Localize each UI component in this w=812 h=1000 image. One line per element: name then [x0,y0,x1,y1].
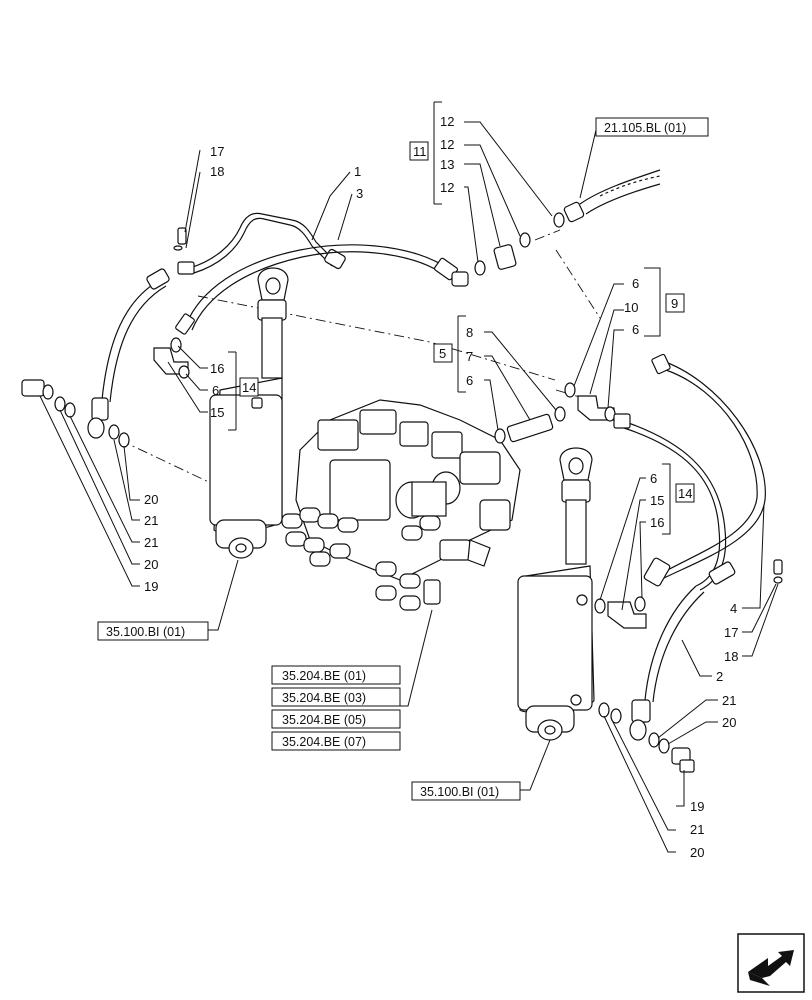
svg-text:35.204.BE (07): 35.204.BE (07) [282,735,366,749]
callout: 2 [716,669,723,684]
callout: 12 [440,114,454,129]
callout: 16 [650,515,664,530]
svg-text:14: 14 [678,486,692,501]
control-valve-block [281,399,521,611]
callout: 13 [440,157,454,172]
ref-21105-bl-01[interactable]: 21.105.BL (01) [595,117,709,137]
hydraulic-cylinder-left [209,267,289,559]
svg-text:9: 9 [671,296,678,311]
callout: 18 [724,649,738,664]
group-11-box: 11 [409,141,429,161]
ref-35204-be-01[interactable]: 35.204.BE (01) [271,665,401,685]
callout: 18 [210,164,224,179]
svg-text:5: 5 [439,346,446,361]
ref-35204-be-07[interactable]: 35.204.BE (07) [271,731,401,751]
fitting-group-5-9 [494,382,616,444]
callout: 8 [466,325,473,340]
svg-text:35.100.BI (01): 35.100.BI (01) [106,625,185,639]
coupler-bank-upper [281,507,441,567]
callout: 16 [210,361,224,376]
svg-text:21.105.BL (01): 21.105.BL (01) [604,121,686,135]
fitting-group-14-right [594,596,695,773]
group-14-box-right: 14 [675,483,695,503]
callout: 6 [632,276,639,291]
callout: 17 [724,625,738,640]
ref-35100-bi-01-right[interactable]: 35.100.BI (01) [411,781,521,801]
hydraulic-cylinder-right [517,447,595,741]
callout: 15 [650,493,664,508]
callout: 19 [144,579,158,594]
callout: 4 [730,601,737,616]
pipe-assembly-upper [87,212,469,439]
callout: 12 [440,137,454,152]
callout: 20 [144,557,158,572]
callout: 15 [210,405,224,420]
callout: 21 [144,513,158,528]
hose-assembly-right [613,353,783,741]
callout: 21 [722,693,736,708]
callout: 21 [144,535,158,550]
callout: 20 [690,845,704,860]
callout: 6 [632,322,639,337]
callout: 7 [466,349,473,364]
callout: 1 [354,164,361,179]
svg-text:35.204.BE (01): 35.204.BE (01) [282,669,366,683]
callout: 10 [624,300,638,315]
group-14-box-left: 14 [239,377,259,397]
callout: 17 [210,144,224,159]
fitting-group-left-lower [21,379,130,448]
callout-labels: 17 18 1 3 12 12 13 12 6 10 6 8 7 6 16 6 … [144,114,738,860]
group-5-box: 5 [433,343,453,363]
callout: 12 [440,180,454,195]
fitting-group-14-left [153,337,190,379]
callout: 6 [466,373,473,388]
callout: 6 [212,383,219,398]
callout: 19 [690,799,704,814]
svg-text:35.204.BE (03): 35.204.BE (03) [282,691,366,705]
fitting-group-11 [474,169,661,276]
coupler-bank-lower [375,561,441,611]
leader-lines [39,101,779,853]
next-page-arrow-icon[interactable] [737,933,805,993]
ref-35204-be-03[interactable]: 35.204.BE (03) [271,687,401,707]
ref-35204-be-05[interactable]: 35.204.BE (05) [271,709,401,729]
group-9-box: 9 [665,293,685,313]
callout: 20 [144,492,158,507]
svg-text:11: 11 [413,144,427,159]
ref-35100-bi-01-left[interactable]: 35.100.BI (01) [97,621,209,641]
svg-text:35.100.BI (01): 35.100.BI (01) [420,785,499,799]
callout: 3 [356,186,363,201]
svg-text:35.204.BE (05): 35.204.BE (05) [282,713,366,727]
callout: 20 [722,715,736,730]
callout: 21 [690,822,704,837]
svg-text:14: 14 [242,380,256,395]
callout: 6 [650,471,657,486]
